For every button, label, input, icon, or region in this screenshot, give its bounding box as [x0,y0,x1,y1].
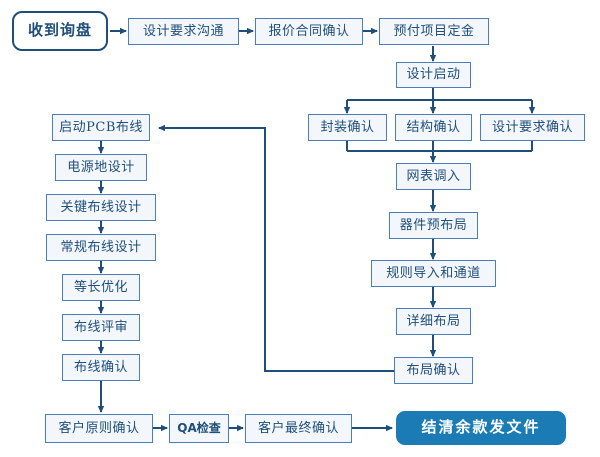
node-prepay-project-deposit[interactable]: 预付项目定金 [379,18,489,45]
node-customer-final-confirm[interactable]: 客户最终确认 [245,414,352,443]
node-critical-routing-design[interactable]: 关键布线设计 [46,194,156,221]
node-structure-confirm[interactable]: 结构确认 [395,114,472,141]
node-receive-inquiry[interactable]: 收到询盘 [12,11,108,51]
node-customer-principle-confirm[interactable]: 客户原则确认 [45,414,153,443]
node-rule-import-and-channel[interactable]: 规则导入和通道 [371,260,496,287]
node-settle-balance-deliver-files[interactable]: 结清余款发文件 [396,411,566,445]
node-length-matching-optimization[interactable]: 等长优化 [62,274,140,301]
node-quotation-contract-confirm[interactable]: 报价合同确认 [255,18,363,45]
node-routing-confirm[interactable]: 布线确认 [62,354,140,381]
node-design-kickoff[interactable]: 设计启动 [396,62,471,88]
node-netlist-import[interactable]: 网表调入 [396,163,471,190]
node-regular-routing-design[interactable]: 常规布线设计 [46,234,156,261]
node-power-ground-design[interactable]: 电源地设计 [55,154,147,181]
node-routing-review[interactable]: 布线评审 [62,314,140,341]
node-start-pcb-routing[interactable]: 启动PCB布线 [52,114,150,141]
node-component-pre-placement[interactable]: 器件预布局 [389,212,478,239]
node-package-confirm[interactable]: 封装确认 [308,114,387,141]
node-design-requirement-communication[interactable]: 设计要求沟通 [128,18,239,45]
node-design-requirement-confirm[interactable]: 设计要求确认 [480,114,585,141]
node-qa-inspection[interactable]: QA检查 [169,414,229,443]
node-placement-confirm[interactable]: 布局确认 [394,357,473,384]
edge-n13-n14-feedback [158,124,394,372]
node-detailed-placement[interactable]: 详细布局 [396,308,471,335]
